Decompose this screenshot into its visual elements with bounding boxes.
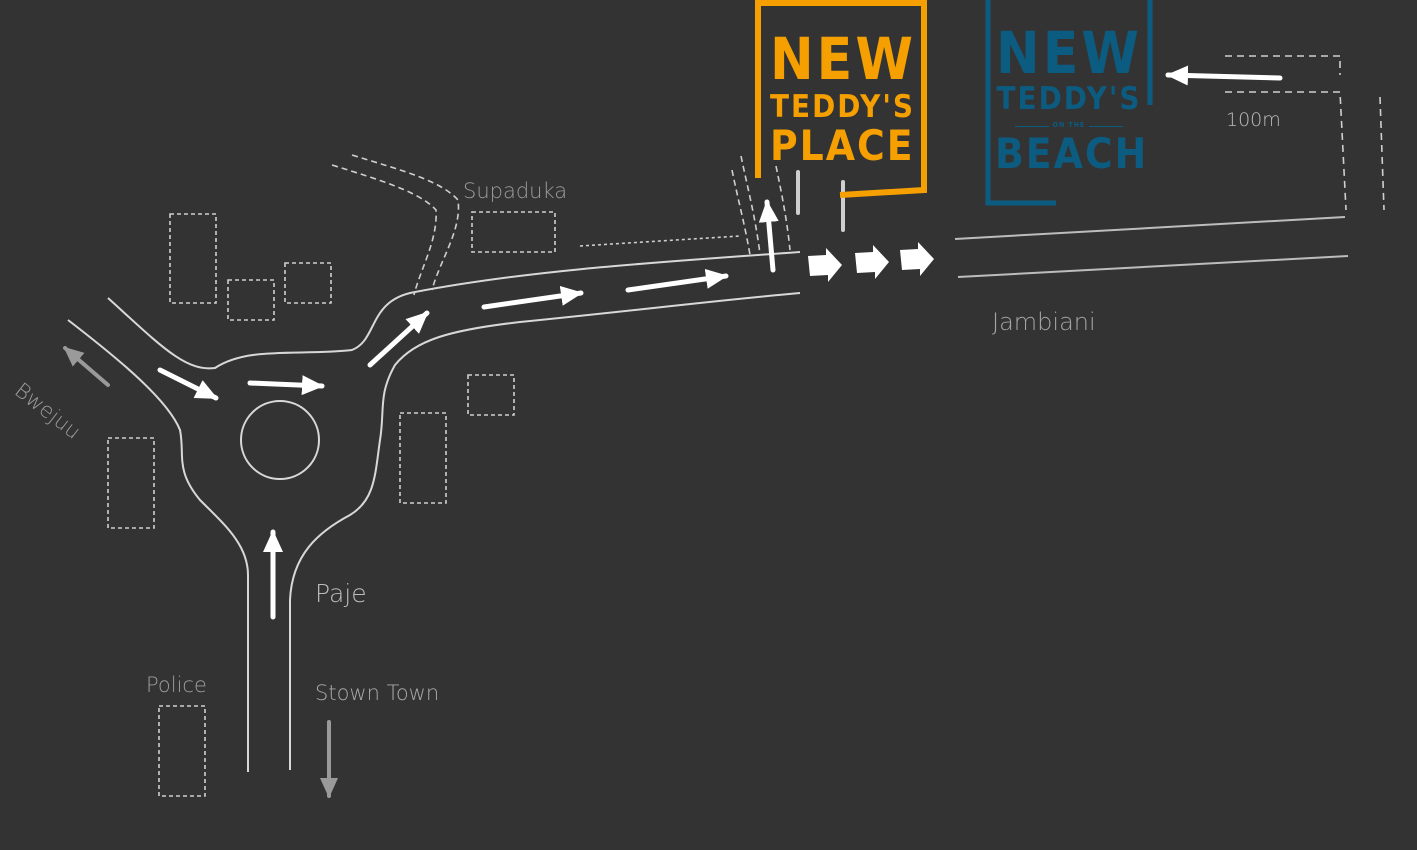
track-beach-mid [1225, 91, 1347, 211]
label-supaduka: Supaduka [463, 179, 568, 203]
route-arrow-icon[interactable] [1165, 65, 1283, 86]
route-arrow-icon[interactable] [157, 367, 219, 401]
road-jambiani-edge-upper [954, 216, 1346, 240]
road-main-edge-lower [289, 292, 801, 770]
sign-place-line3: PLACE [770, 121, 915, 170]
track-beach-right [1379, 96, 1385, 211]
sign-beach-small: ON THE [995, 122, 1143, 129]
route-arrow-icon[interactable] [481, 285, 584, 310]
sign-place-line2: TEDDY'S [770, 89, 915, 125]
building [227, 279, 275, 321]
chevron-arrow-icon[interactable] [855, 245, 889, 279]
sign-poles [796, 170, 845, 232]
road-bwejuu-edge-upper [107, 251, 801, 370]
building [399, 412, 447, 504]
track-field [579, 235, 741, 247]
roads [67, 216, 1349, 772]
track-beach-top [1225, 55, 1341, 75]
direction-arrows [63, 346, 338, 798]
direction-arrow-icon[interactable] [63, 346, 110, 387]
road-bwejuu-edge-lower [67, 319, 249, 772]
route-arrow-icon[interactable] [367, 310, 430, 368]
route-arrow-icon[interactable] [247, 375, 325, 396]
building-supaduka [471, 211, 556, 253]
roundabout [240, 400, 320, 480]
track-place-3 [775, 165, 791, 251]
label-police: Police [146, 673, 207, 697]
sign-new-teddys-place: NEW TEDDY'S PLACE [770, 25, 916, 170]
chevron-arrow-icon[interactable] [808, 248, 842, 282]
sign-beach-line3: BEACH [995, 129, 1149, 178]
buildings [107, 211, 556, 797]
label-paje: Paje [315, 579, 367, 608]
building [467, 374, 515, 416]
road-jambiani-edge-lower [957, 255, 1349, 278]
sign-place-line1: NEW [770, 25, 916, 93]
sign-beach-line1: NEW [996, 19, 1142, 87]
sign-new-teddys-beach: NEW TEDDY'S ON THE BEACH [995, 19, 1149, 178]
track-supaduka-1 [351, 154, 460, 291]
building [107, 437, 155, 529]
sign-beach-line2: TEDDY'S [996, 81, 1142, 117]
label-distance: 100m [1226, 109, 1281, 131]
route-arrows [157, 65, 1283, 620]
sign-beach-frame [985, 0, 1153, 206]
label-stown-town: Stown Town [315, 681, 440, 705]
label-jambiani: Jambiani [992, 308, 1096, 336]
chevron-arrows [808, 242, 934, 282]
building [284, 262, 332, 304]
sign-place-frame [755, 0, 927, 198]
route-arrow-icon[interactable] [625, 268, 729, 293]
tracks [331, 55, 1385, 296]
route-arrow-icon[interactable] [758, 199, 779, 273]
building [169, 213, 217, 304]
track-place-2 [731, 169, 751, 256]
chevron-arrow-icon[interactable] [900, 242, 934, 276]
track-supaduka-2 [331, 164, 437, 296]
building-police [158, 705, 206, 797]
